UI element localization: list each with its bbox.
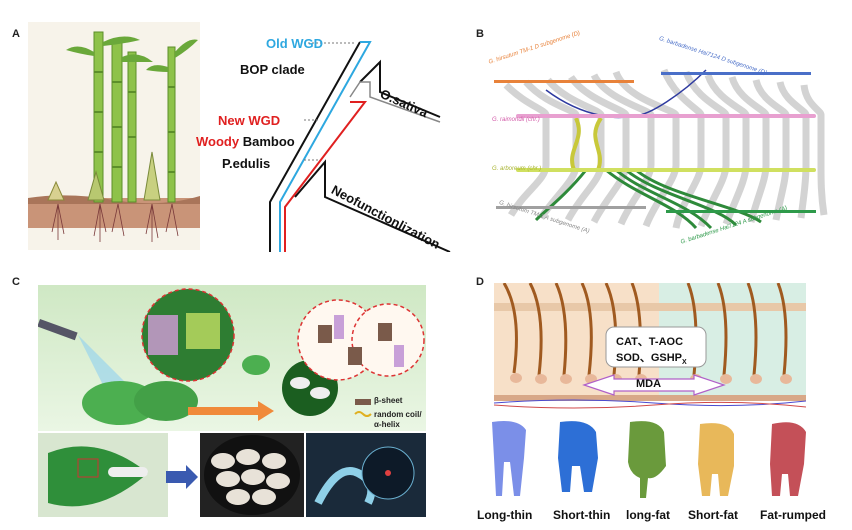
bop-clade-label: BOP clade [240, 62, 305, 77]
enzymes-line-1: CAT、T-AOC [616, 336, 684, 348]
raimondii-label: G. raimondii (chr.) [492, 117, 540, 123]
type-long-fat: long-fat [626, 508, 670, 522]
type-short-thin: Short-thin [553, 508, 611, 522]
woody-word: Woody [196, 134, 240, 149]
enzymes-line-2: SOD、GSHPX [616, 349, 687, 366]
type-fat-rumped: Fat-rumped [760, 508, 826, 522]
panel-a-label: A [12, 28, 20, 40]
bamboo-illustration [28, 22, 200, 250]
panel-b-label: B [476, 28, 484, 40]
enzymes-line-2-text: SOD、GSHP [616, 352, 683, 364]
random-coil-legend: random coil/ [374, 410, 422, 419]
new-wgd-label: New WGD [218, 113, 281, 128]
beta-sheet-legend: β-sheet [374, 396, 403, 405]
tail-fat-rumped [770, 422, 806, 496]
tail-long-thin [492, 421, 526, 496]
bamboo-word: Bamboo [239, 134, 295, 149]
synteny-plot [486, 30, 838, 250]
woody-bamboo-label: Woody Bamboo [196, 134, 295, 149]
panel-c-label: C [12, 276, 20, 288]
enzymes-subscript: X [682, 359, 687, 367]
type-short-fat: Short-fat [688, 508, 738, 522]
type-long-thin: Long-thin [477, 508, 533, 522]
tail-short-thin [558, 421, 598, 492]
arboreum-label: G. arboreum (chr.) [492, 166, 542, 172]
silkworm-cocoon-strip [38, 433, 426, 517]
old-wgd-label: Old WGD [266, 36, 324, 51]
tail-short-fat [698, 423, 734, 496]
sheep-tail-types [480, 418, 820, 502]
alpha-helix-legend: α-helix [374, 420, 400, 429]
p-edulis-label: P.edulis [222, 156, 271, 171]
tail-long-fat [628, 421, 666, 498]
silk-spray-illustration [37, 285, 426, 431]
mda-label: MDA [636, 378, 662, 390]
skin-cross-section [493, 282, 807, 413]
phylogeny-diagram [200, 22, 460, 253]
panel-d-label: D [476, 276, 484, 288]
